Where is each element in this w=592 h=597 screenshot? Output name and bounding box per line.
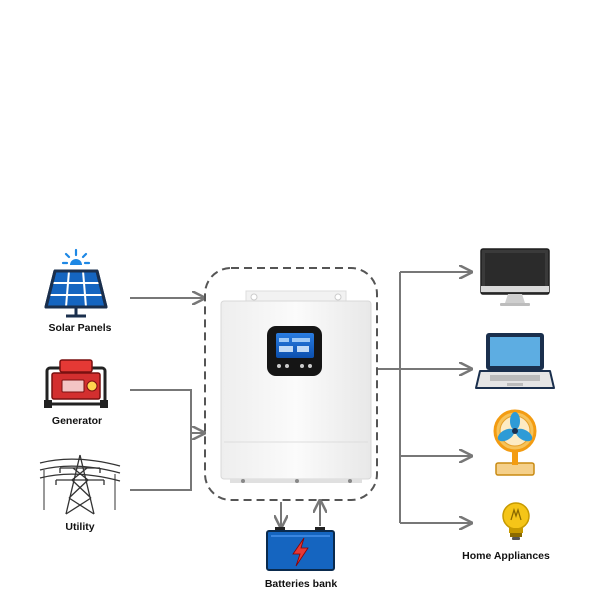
laptop-icon: [475, 333, 555, 389]
monitor-icon: [480, 248, 550, 306]
light-bulb-icon: [502, 502, 530, 540]
solar-panels-label: Solar Panels: [48, 322, 112, 334]
inverter-dashed-frame: [204, 267, 378, 501]
utility-label: Utility: [65, 521, 95, 533]
batteries-bank-label: Batteries bank: [264, 578, 338, 590]
solar-panel-icon: [44, 248, 108, 318]
connection-arrows: [130, 272, 470, 526]
utility-to-inverter-line: [130, 433, 192, 491]
generator-label: Generator: [51, 415, 103, 427]
power-tower-icon: [39, 454, 121, 515]
hybrid-inverter-icon: [220, 290, 372, 483]
inverter-lcd-screen: [276, 333, 314, 358]
generator-icon: [44, 359, 108, 408]
home-appliances-label: Home Appliances: [462, 550, 550, 562]
fan-icon: [493, 409, 537, 476]
battery-icon: [266, 527, 335, 571]
generator-to-inverter-arrow: [130, 389, 203, 433]
